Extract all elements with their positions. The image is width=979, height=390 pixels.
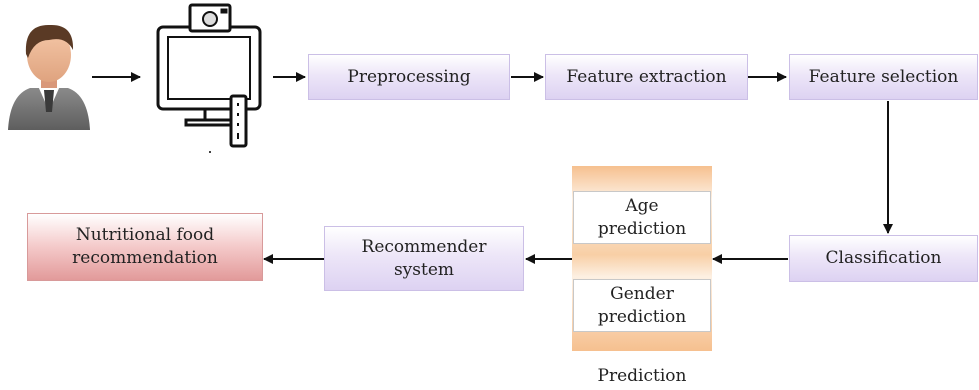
age-prediction-line2: prediction [597, 218, 687, 239]
nutritional-line1: Nutritional food [75, 225, 215, 246]
nutritional-line2: recommendation [72, 248, 218, 268]
prediction-column: Age prediction Gender prediction [572, 166, 712, 351]
recommender-line1: Recommender [361, 236, 487, 257]
gender-prediction-line2: prediction [597, 306, 687, 327]
prediction-group-label: Prediction [597, 366, 687, 386]
flow-arrows [92, 72, 893, 264]
age-prediction-line1: Age [625, 195, 659, 216]
age-prediction-box: Age prediction [573, 191, 711, 244]
user-avatar-icon [8, 24, 90, 130]
monitor-camera-icon [156, 3, 262, 154]
nutritional-food-box: Nutritional food recommendation [27, 213, 263, 281]
preprocessing-box: Preprocessing [308, 54, 510, 100]
feature-extraction-box: Feature extraction [545, 54, 748, 100]
recommender-line2: system [393, 259, 455, 280]
classification-box: Classification [789, 235, 978, 282]
recommender-system-box: Recommender system [324, 226, 524, 291]
feature-selection-label: Feature selection [808, 66, 959, 87]
preprocessing-label: Preprocessing [347, 66, 471, 87]
feature-selection-box: Feature selection [789, 54, 978, 100]
feature-extraction-label: Feature extraction [566, 66, 727, 87]
gender-prediction-box: Gender prediction [573, 279, 711, 332]
gender-prediction-line1: Gender [610, 283, 674, 304]
classification-label: Classification [825, 248, 942, 269]
